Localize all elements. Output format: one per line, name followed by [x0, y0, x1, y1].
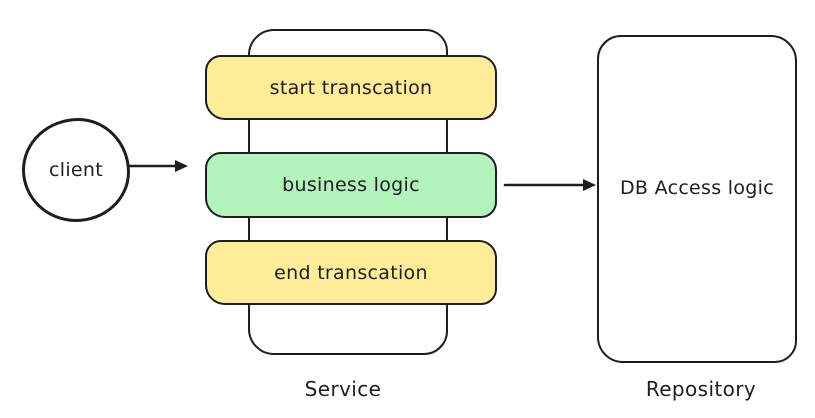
client-label: client [49, 159, 103, 181]
repository-label: Repository [645, 377, 757, 401]
arrow-business-logic-to-repository [503, 179, 596, 191]
step-start-transaction: start transcation [205, 55, 497, 120]
step-business-logic: business logic [205, 152, 497, 218]
step-start-transaction-label: start transcation [269, 76, 433, 99]
step-business-logic-label: business logic [282, 174, 420, 196]
service-label: Service [304, 377, 382, 401]
arrow-client-to-service [127, 160, 188, 172]
repository-container: DB Access logic [597, 35, 797, 363]
step-end-transaction: end transcation [205, 240, 497, 305]
step-end-transaction-label: end transcation [274, 261, 428, 284]
db-access-logic-label: DB Access logic [620, 177, 774, 199]
client-node: client [22, 118, 130, 222]
